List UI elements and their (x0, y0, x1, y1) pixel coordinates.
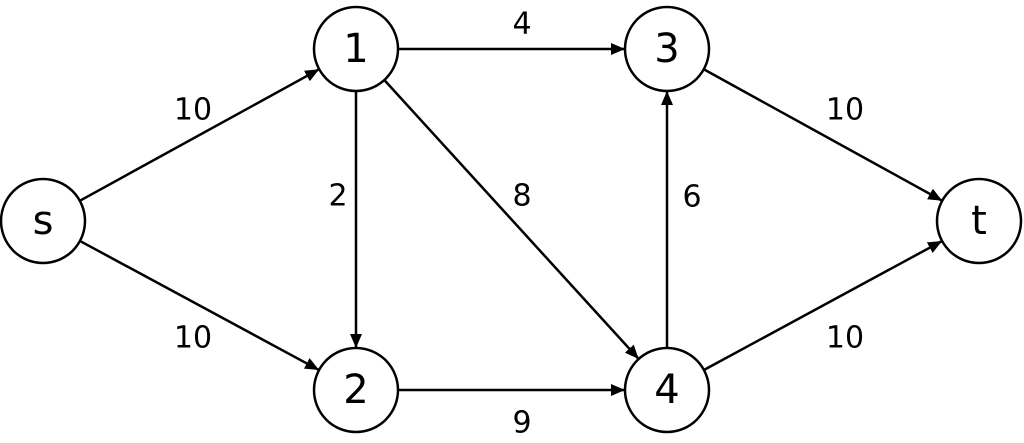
node-label: 3 (654, 26, 679, 72)
edge-capacity-label: 6 (682, 180, 701, 215)
node-label: 2 (343, 367, 368, 413)
edge-arrow (704, 240, 943, 371)
edge-capacity-label: 4 (512, 7, 531, 42)
node-circle (312, 5, 400, 93)
edge-s-to-1 (80, 68, 320, 202)
node-label: 4 (654, 367, 679, 413)
node-4: 4 (623, 346, 711, 434)
edge-s-to-2 (80, 240, 320, 371)
node-circle (0, 177, 87, 265)
node-circle (623, 346, 711, 434)
edge-capacity-label: 10 (826, 321, 864, 356)
node-3: 3 (623, 5, 711, 93)
node-circle (312, 346, 400, 434)
node-1: 1 (312, 5, 400, 93)
edge-arrow (704, 68, 943, 202)
node-circle (935, 177, 1023, 265)
node-circle (623, 5, 711, 93)
node-label: 1 (343, 26, 368, 72)
edge-capacity-label: 10 (174, 321, 212, 356)
node-label: s (33, 198, 54, 244)
edge-capacity-label: 9 (512, 406, 531, 441)
edge-1-to-4 (384, 79, 639, 360)
edge-4-to-t (704, 240, 943, 371)
edge-capacity-label: 10 (826, 93, 864, 128)
edge-capacity-label: 8 (512, 179, 531, 214)
edge-arrow (80, 240, 320, 371)
edge-arrow (384, 79, 639, 360)
node-s: s (0, 177, 87, 265)
edge-capacity-label: 10 (174, 93, 212, 128)
edge-3-to-t (704, 68, 943, 202)
node-t: t (935, 177, 1023, 265)
node-label: t (971, 198, 987, 244)
edge-capacity-label: 2 (328, 179, 347, 214)
node-2: 2 (312, 346, 400, 434)
edge-arrow (80, 68, 320, 202)
